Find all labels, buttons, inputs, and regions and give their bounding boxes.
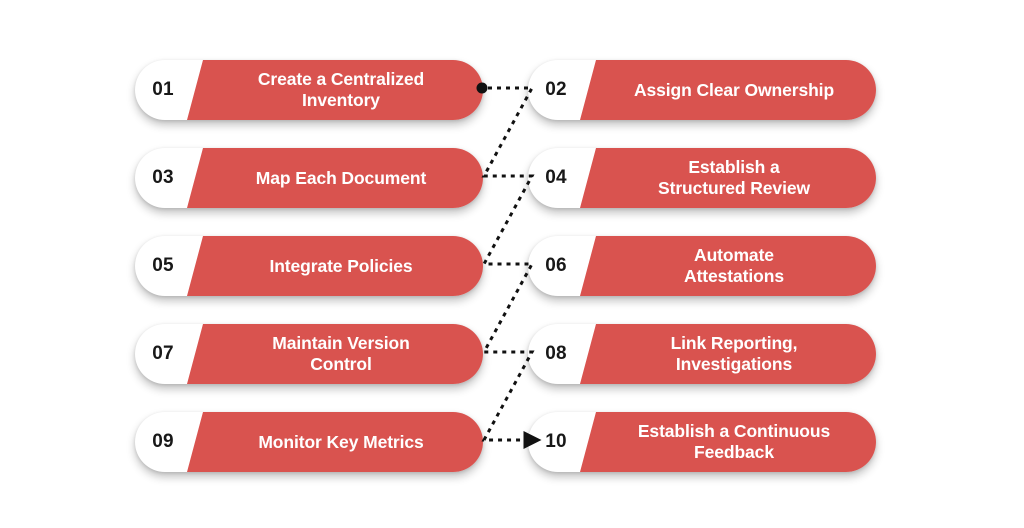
step-card-03[interactable]: Map Each Document 03 [135,148,483,208]
step-card-01[interactable]: Create a Centralized Inventory 01 [135,60,483,120]
step-pill: Create a Centralized Inventory [135,60,483,120]
step-pill-body: Map Each Document [187,148,483,208]
step-pill: Maintain Version Control [135,324,483,384]
zigzag-connector-svg [476,82,542,449]
step-card-10[interactable]: Establish a Continuous Feedback 10 [528,412,876,472]
step-number: 08 [545,343,567,364]
step-label: Maintain Version Control [272,333,410,374]
step-pill: Link Reporting, Investigations [528,324,876,384]
step-label: Map Each Document [255,167,427,188]
step-card-05[interactable]: Integrate Policies 05 [135,236,483,296]
step-label: Monitor Key Metrics [258,431,424,452]
step-pill: Establish a Continuous Feedback [528,412,876,472]
step-pill: Establish a Structured Review [528,148,876,208]
connector-start-dot [476,82,488,94]
step-label: Link Reporting, Investigations [670,333,798,374]
step-label: Establish a Structured Review [658,157,810,198]
step-pill-body: Assign Clear Ownership [580,60,876,120]
step-pill-body: Automate Attestations [580,236,876,296]
step-card-09[interactable]: Monitor Key Metrics 09 [135,412,483,472]
step-pill: Monitor Key Metrics [135,412,483,472]
step-card-08[interactable]: Link Reporting, Investigations 08 [528,324,876,384]
step-pill-body: Maintain Version Control [187,324,483,384]
zigzag-connector [470,50,554,470]
step-card-02[interactable]: Assign Clear Ownership 02 [528,60,876,120]
step-label: Establish a Continuous Feedback [637,421,831,462]
step-pill: Map Each Document [135,148,483,208]
step-card-06[interactable]: Automate Attestations 06 [528,236,876,296]
steps-column-right: Assign Clear Ownership 02 Establish a St… [528,0,888,528]
step-pill: Integrate Policies [135,236,483,296]
step-number: 07 [152,343,174,364]
step-pill-body: Establish a Structured Review [580,148,876,208]
step-number: 09 [152,431,174,452]
step-pill-body: Monitor Key Metrics [187,412,483,472]
step-number: 01 [152,79,174,100]
step-number: 04 [545,167,567,188]
step-card-07[interactable]: Maintain Version Control 07 [135,324,483,384]
step-pill: Automate Attestations [528,236,876,296]
step-label: Automate Attestations [684,245,784,286]
step-pill-body: Link Reporting, Investigations [580,324,876,384]
step-label: Integrate Policies [269,255,413,276]
step-label: Create a Centralized Inventory [257,69,425,110]
step-card-04[interactable]: Establish a Structured Review 04 [528,148,876,208]
step-pill-body: Establish a Continuous Feedback [580,412,876,472]
step-number: 03 [152,167,174,188]
step-number: 10 [545,431,567,452]
steps-column-left: Create a Centralized Inventory 01 Map Ea… [135,0,495,528]
step-label: Assign Clear Ownership [633,79,835,100]
step-pill-body: Integrate Policies [187,236,483,296]
step-pill: Assign Clear Ownership [528,60,876,120]
step-number: 06 [545,255,567,276]
step-pill-body: Create a Centralized Inventory [187,60,483,120]
connector-zigzag-path [481,86,542,449]
step-number: 05 [152,255,174,276]
step-number: 02 [545,79,567,100]
